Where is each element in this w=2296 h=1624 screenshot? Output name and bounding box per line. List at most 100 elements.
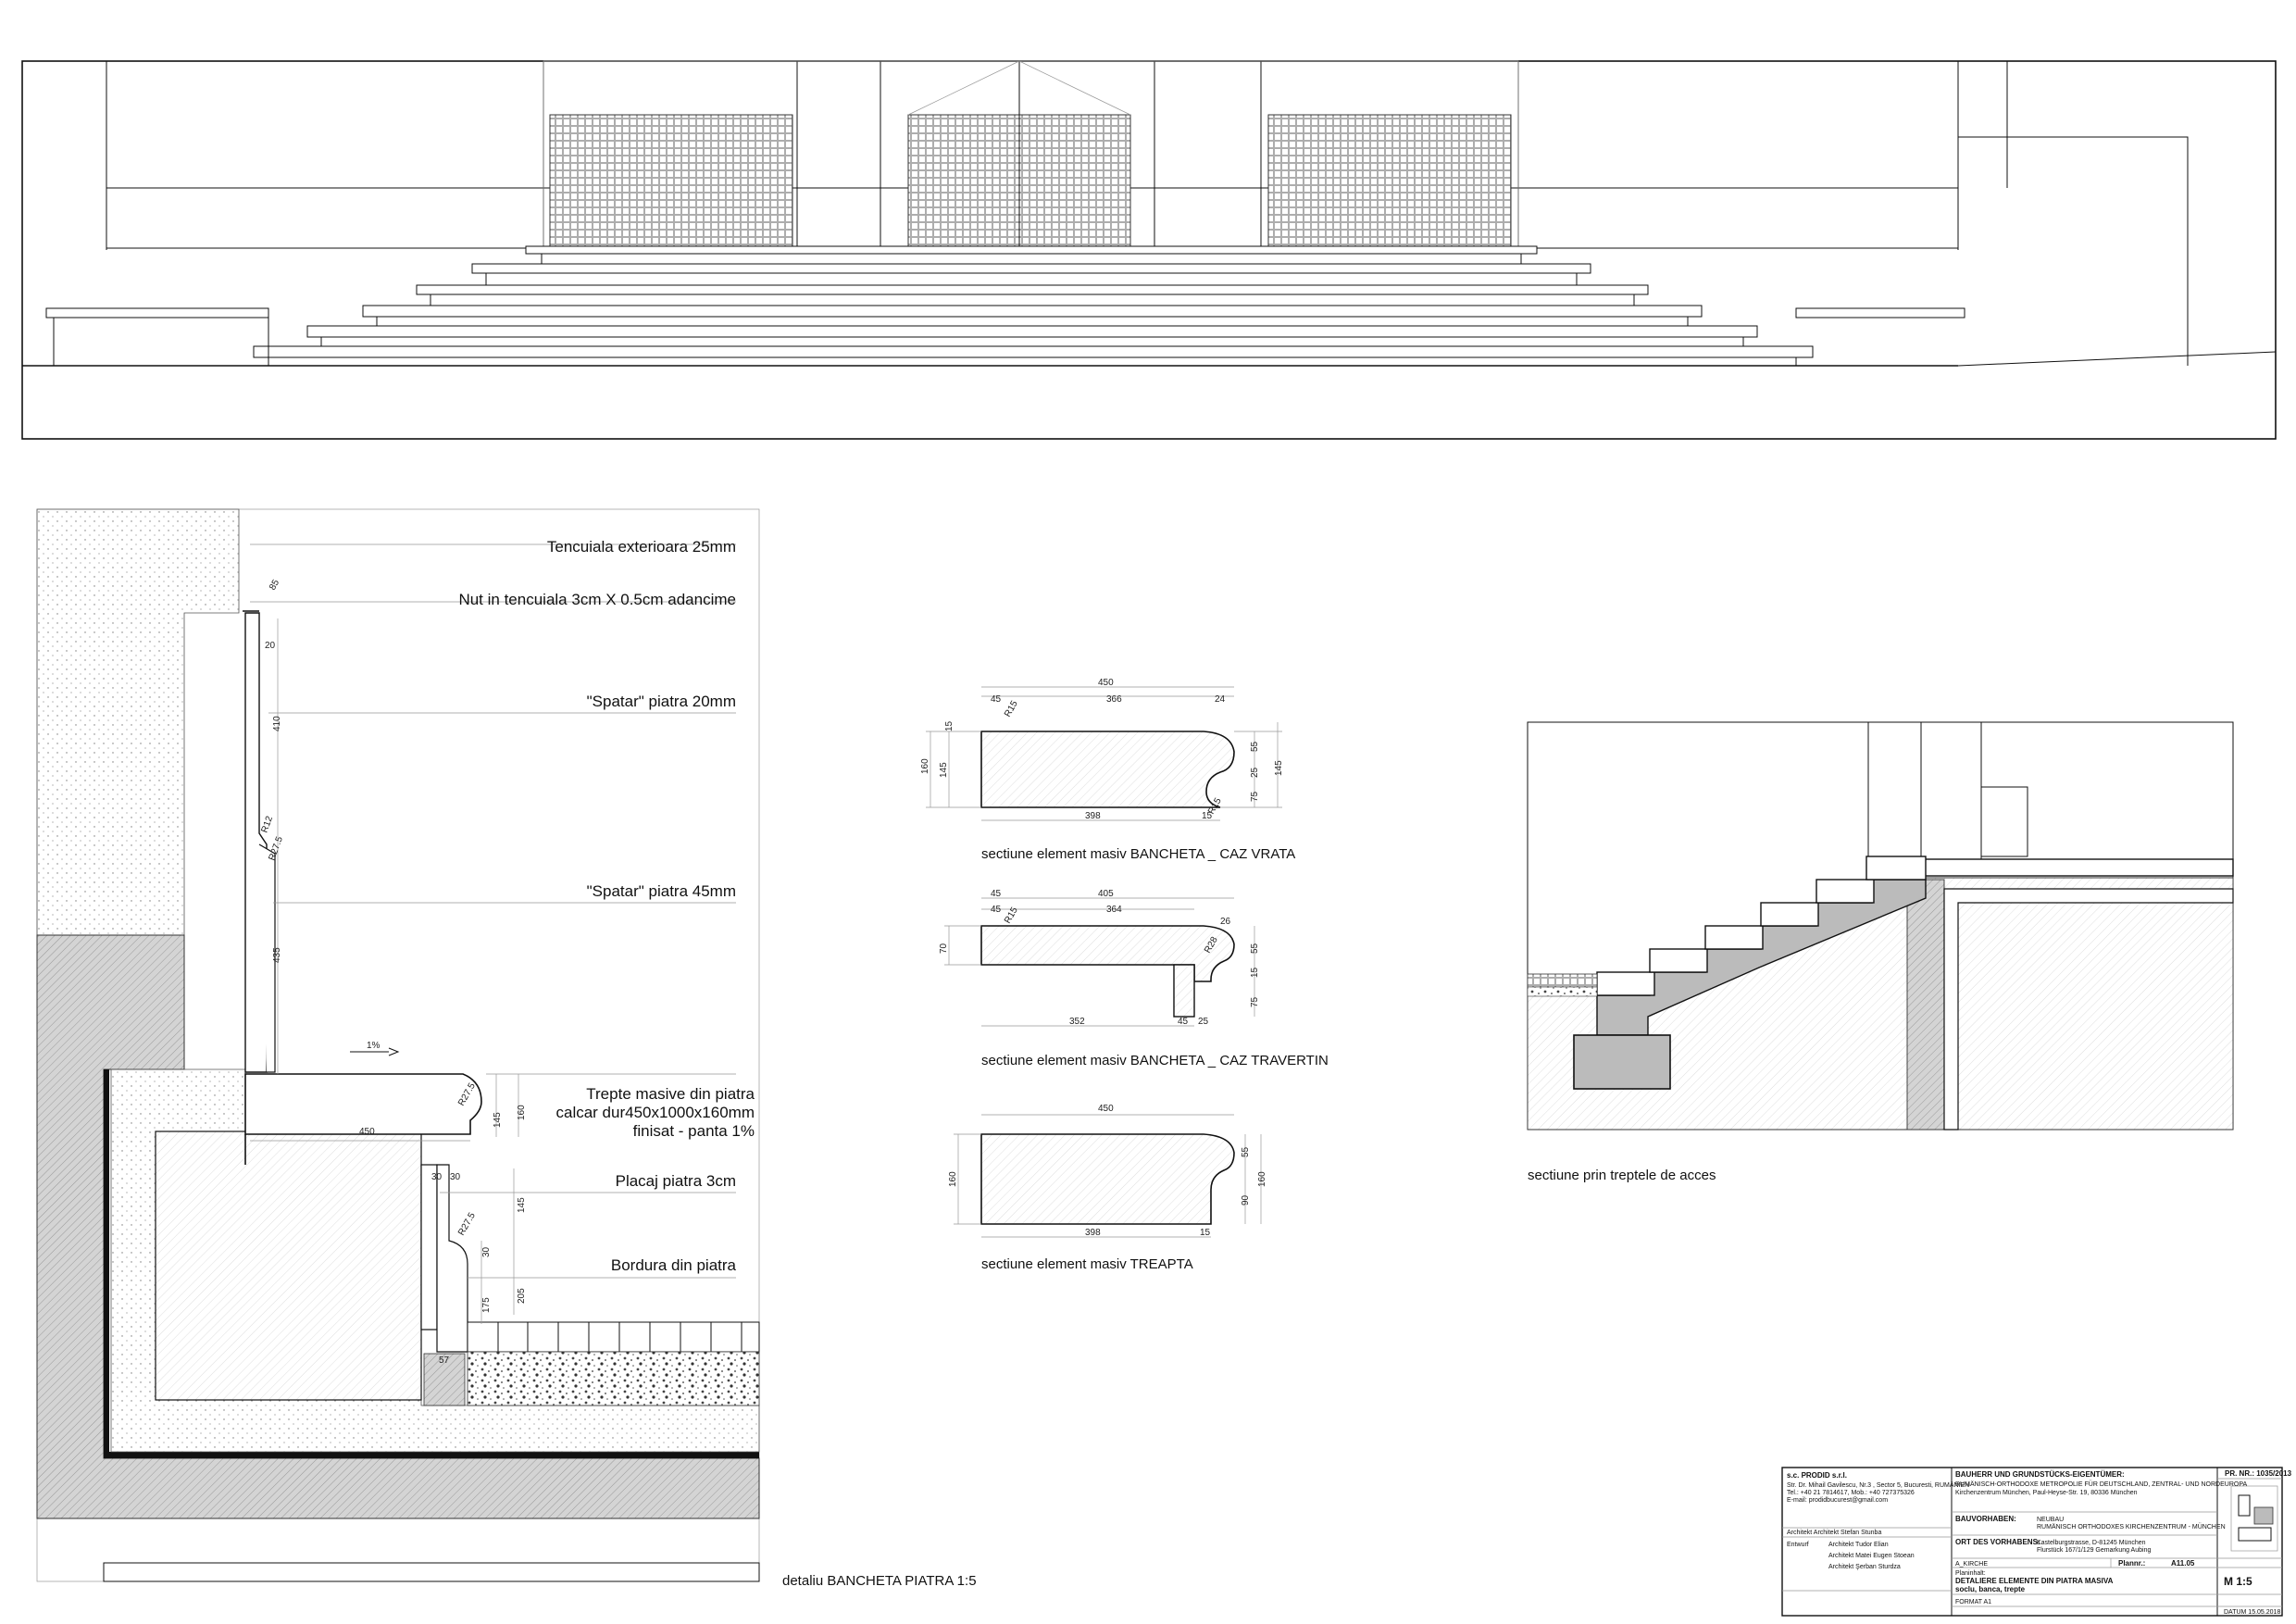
tb-architects: Architekt Architekt Stefan Stunba	[1787, 1530, 1881, 1536]
caption-acces: sectiune prin treptele de acces	[1528, 1168, 1716, 1183]
tb-owner-addr: Kirchenzentrum München, Paul-Heyse-Str. …	[1955, 1490, 2138, 1496]
label-placaj: Placaj piatra 3cm	[616, 1172, 736, 1190]
vrata-dim-55: 55	[1250, 741, 1260, 752]
dim-175: 175	[481, 1297, 492, 1313]
dim-r275-c: R27.5	[456, 1211, 478, 1238]
vrata-dim-24: 24	[1215, 694, 1226, 705]
vrata-dim-160: 160	[920, 758, 930, 774]
tb-owner-label: BAUHERR UND GRUNDSTÜCKS-EIGENTÜMER:	[1955, 1470, 2125, 1479]
tb-email: E-mail: prodidbucurest@gmail.com	[1787, 1497, 1888, 1504]
trav-dim-26: 26	[1220, 917, 1231, 927]
vrata-dim-450: 450	[1098, 678, 1114, 688]
tb-project1: NEUBAU	[2037, 1517, 2064, 1523]
dim-450: 450	[359, 1127, 375, 1137]
tb-entwurf: Entwurf	[1787, 1542, 1809, 1548]
trav-dim-45c: 45	[1178, 1017, 1189, 1027]
trav-dim-15: 15	[1250, 967, 1260, 978]
dim-205: 205	[517, 1288, 527, 1304]
trav-dim-70: 70	[939, 943, 949, 954]
vrata-dim-75: 75	[1250, 791, 1260, 802]
dim-30-a: 30	[431, 1172, 443, 1182]
slope-arrow: 1%	[350, 1041, 400, 1056]
label-nut: Nut in tencuiala 3cm X 0.5cm adancime	[458, 591, 736, 608]
trav-dim-r15: R15	[1003, 906, 1020, 926]
access-steps	[253, 245, 1814, 366]
dim-160: 160	[517, 1105, 527, 1120]
treapta-dim-160-a: 160	[948, 1171, 958, 1187]
tb-content-label: Planinhalt:	[1955, 1570, 1986, 1577]
vrata-dim-r15-a: R15	[1003, 699, 1020, 719]
dim-435: 435	[272, 947, 282, 963]
tb-title1: DETALIERE ELEMENTE DIN PIATRA MASIVA	[1955, 1577, 2114, 1585]
title-block: s.c. PRODID s.r.l. Str. Dr. Mihail Gavil…	[1781, 1467, 2292, 1617]
section-step-stones	[1596, 856, 1927, 996]
tb-date: DATUM 15.05.2018	[2224, 1609, 2280, 1616]
caption-treapta: sectiune element masiv TREAPTA	[981, 1256, 1193, 1272]
door-grille-center	[907, 60, 1131, 247]
treapta-dim-160-b: 160	[1257, 1171, 1267, 1187]
tb-arch3: Architekt Şerban Sturdza	[1828, 1564, 1901, 1570]
label-tencuiala: Tencuiala exterioara 25mm	[547, 538, 736, 556]
tb-prnr: PR. NR.: 1035/2013	[2225, 1469, 2292, 1478]
tb-format: FORMAT A1	[1955, 1599, 1991, 1605]
trav-dim-45b: 45	[991, 905, 1002, 915]
dim-r275-a: R27.5	[267, 835, 285, 862]
tb-address: Str. Dr. Mihail Gavilescu, Nr.3 , Sector…	[1787, 1481, 1969, 1489]
treapta-dim-90: 90	[1241, 1194, 1251, 1206]
tb-plan-label: Plannr.:	[2118, 1559, 2145, 1568]
tb-location1: Kastelburgstrasse, D-81245 München	[2037, 1540, 2146, 1546]
section-vrata: 450 45 366 24 R15 15 R15 55 25 75 160 14…	[920, 678, 1284, 821]
label-spatar-20: "Spatar" piatra 20mm	[587, 693, 736, 710]
section-treapta: 450 55 160 160 90 398 15	[948, 1104, 1267, 1238]
section-access-steps	[1527, 721, 2234, 1131]
treapta-dim-398: 398	[1085, 1228, 1101, 1238]
trav-dim-352: 352	[1069, 1017, 1085, 1027]
window-grille-left	[549, 114, 793, 247]
dim-85: 85	[268, 578, 281, 593]
caption-travertin: sectiune element masiv BANCHETA _ CAZ TR…	[981, 1053, 1329, 1068]
tb-location-label: ORT DES VORHABENS:	[1955, 1538, 2040, 1546]
key-plan	[2230, 1485, 2278, 1552]
label-bordura: Bordura din piatra	[611, 1256, 737, 1274]
caption-detaliu: detaliu BANCHETA PIATRA 1:5	[782, 1573, 977, 1589]
dim-r12: R12	[259, 815, 275, 834]
tb-project2: RUMÄNISCH ORTHODOXES KIRCHENZENTRUM - MÜ…	[2037, 1523, 2226, 1530]
dim-20: 20	[265, 641, 276, 651]
vrata-dim-15: 15	[944, 720, 955, 731]
window-grille-right	[1267, 114, 1512, 247]
label-trepte-1: Trepte masive din piatra	[586, 1085, 755, 1103]
dim-30-b: 30	[450, 1172, 461, 1182]
tb-phone: Tel.: +40 21 7814617, Mob.: +40 72737532…	[1787, 1490, 1915, 1496]
dim-145-b: 145	[517, 1197, 527, 1213]
vrata-dim-366: 366	[1106, 694, 1122, 705]
tb-arch1: Architekt Tudor Elian	[1828, 1542, 1889, 1548]
tb-plan: A11.05	[2171, 1559, 2195, 1568]
treapta-dim-55: 55	[1241, 1146, 1251, 1157]
tb-owner: RUMÄNISCH-ORTHODOXE METROPOLIE FÜR DEUTS…	[1955, 1480, 2247, 1488]
vrata-dim-25: 25	[1250, 767, 1260, 778]
vrata-dim-398: 398	[1085, 811, 1101, 821]
trav-dim-75: 75	[1250, 996, 1260, 1007]
dim-57: 57	[439, 1355, 450, 1366]
paving-stones	[467, 1321, 760, 1406]
section-travertin: 405 45 364 45 R15 26 70 R28 55 15 75 352…	[939, 889, 1260, 1027]
dim-30-c: 30	[481, 1246, 492, 1257]
label-trepte-3: finisat - panta 1%	[633, 1122, 755, 1140]
vrata-dim-145-b: 145	[1274, 760, 1284, 776]
treapta-dim-15: 15	[1200, 1228, 1211, 1238]
tb-scale: M 1:5	[2224, 1575, 2252, 1588]
vrata-dim-145-a: 145	[939, 762, 949, 778]
vrata-dim-15b: 15	[1202, 811, 1213, 821]
label-spatar-45: "Spatar" piatra 45mm	[587, 882, 736, 900]
front-elevation	[21, 60, 2277, 440]
trav-dim-364: 364	[1106, 905, 1122, 915]
bench-detail: 85 20 410 R12 R27.5 435 R27.5 450 160 14…	[36, 508, 760, 1582]
tb-company: s.c. PRODID s.r.l.	[1787, 1471, 1847, 1480]
trav-dim-55: 55	[1250, 943, 1260, 954]
caption-vrata: sectiune element masiv BANCHETA _ CAZ VR…	[981, 846, 1295, 862]
slope-label: 1%	[367, 1041, 381, 1051]
trav-dim-25: 25	[1198, 1017, 1209, 1027]
tb-arch2: Architekt Matei Eugen Stoean	[1828, 1553, 1915, 1559]
trav-dim-45: 45	[991, 889, 1002, 899]
